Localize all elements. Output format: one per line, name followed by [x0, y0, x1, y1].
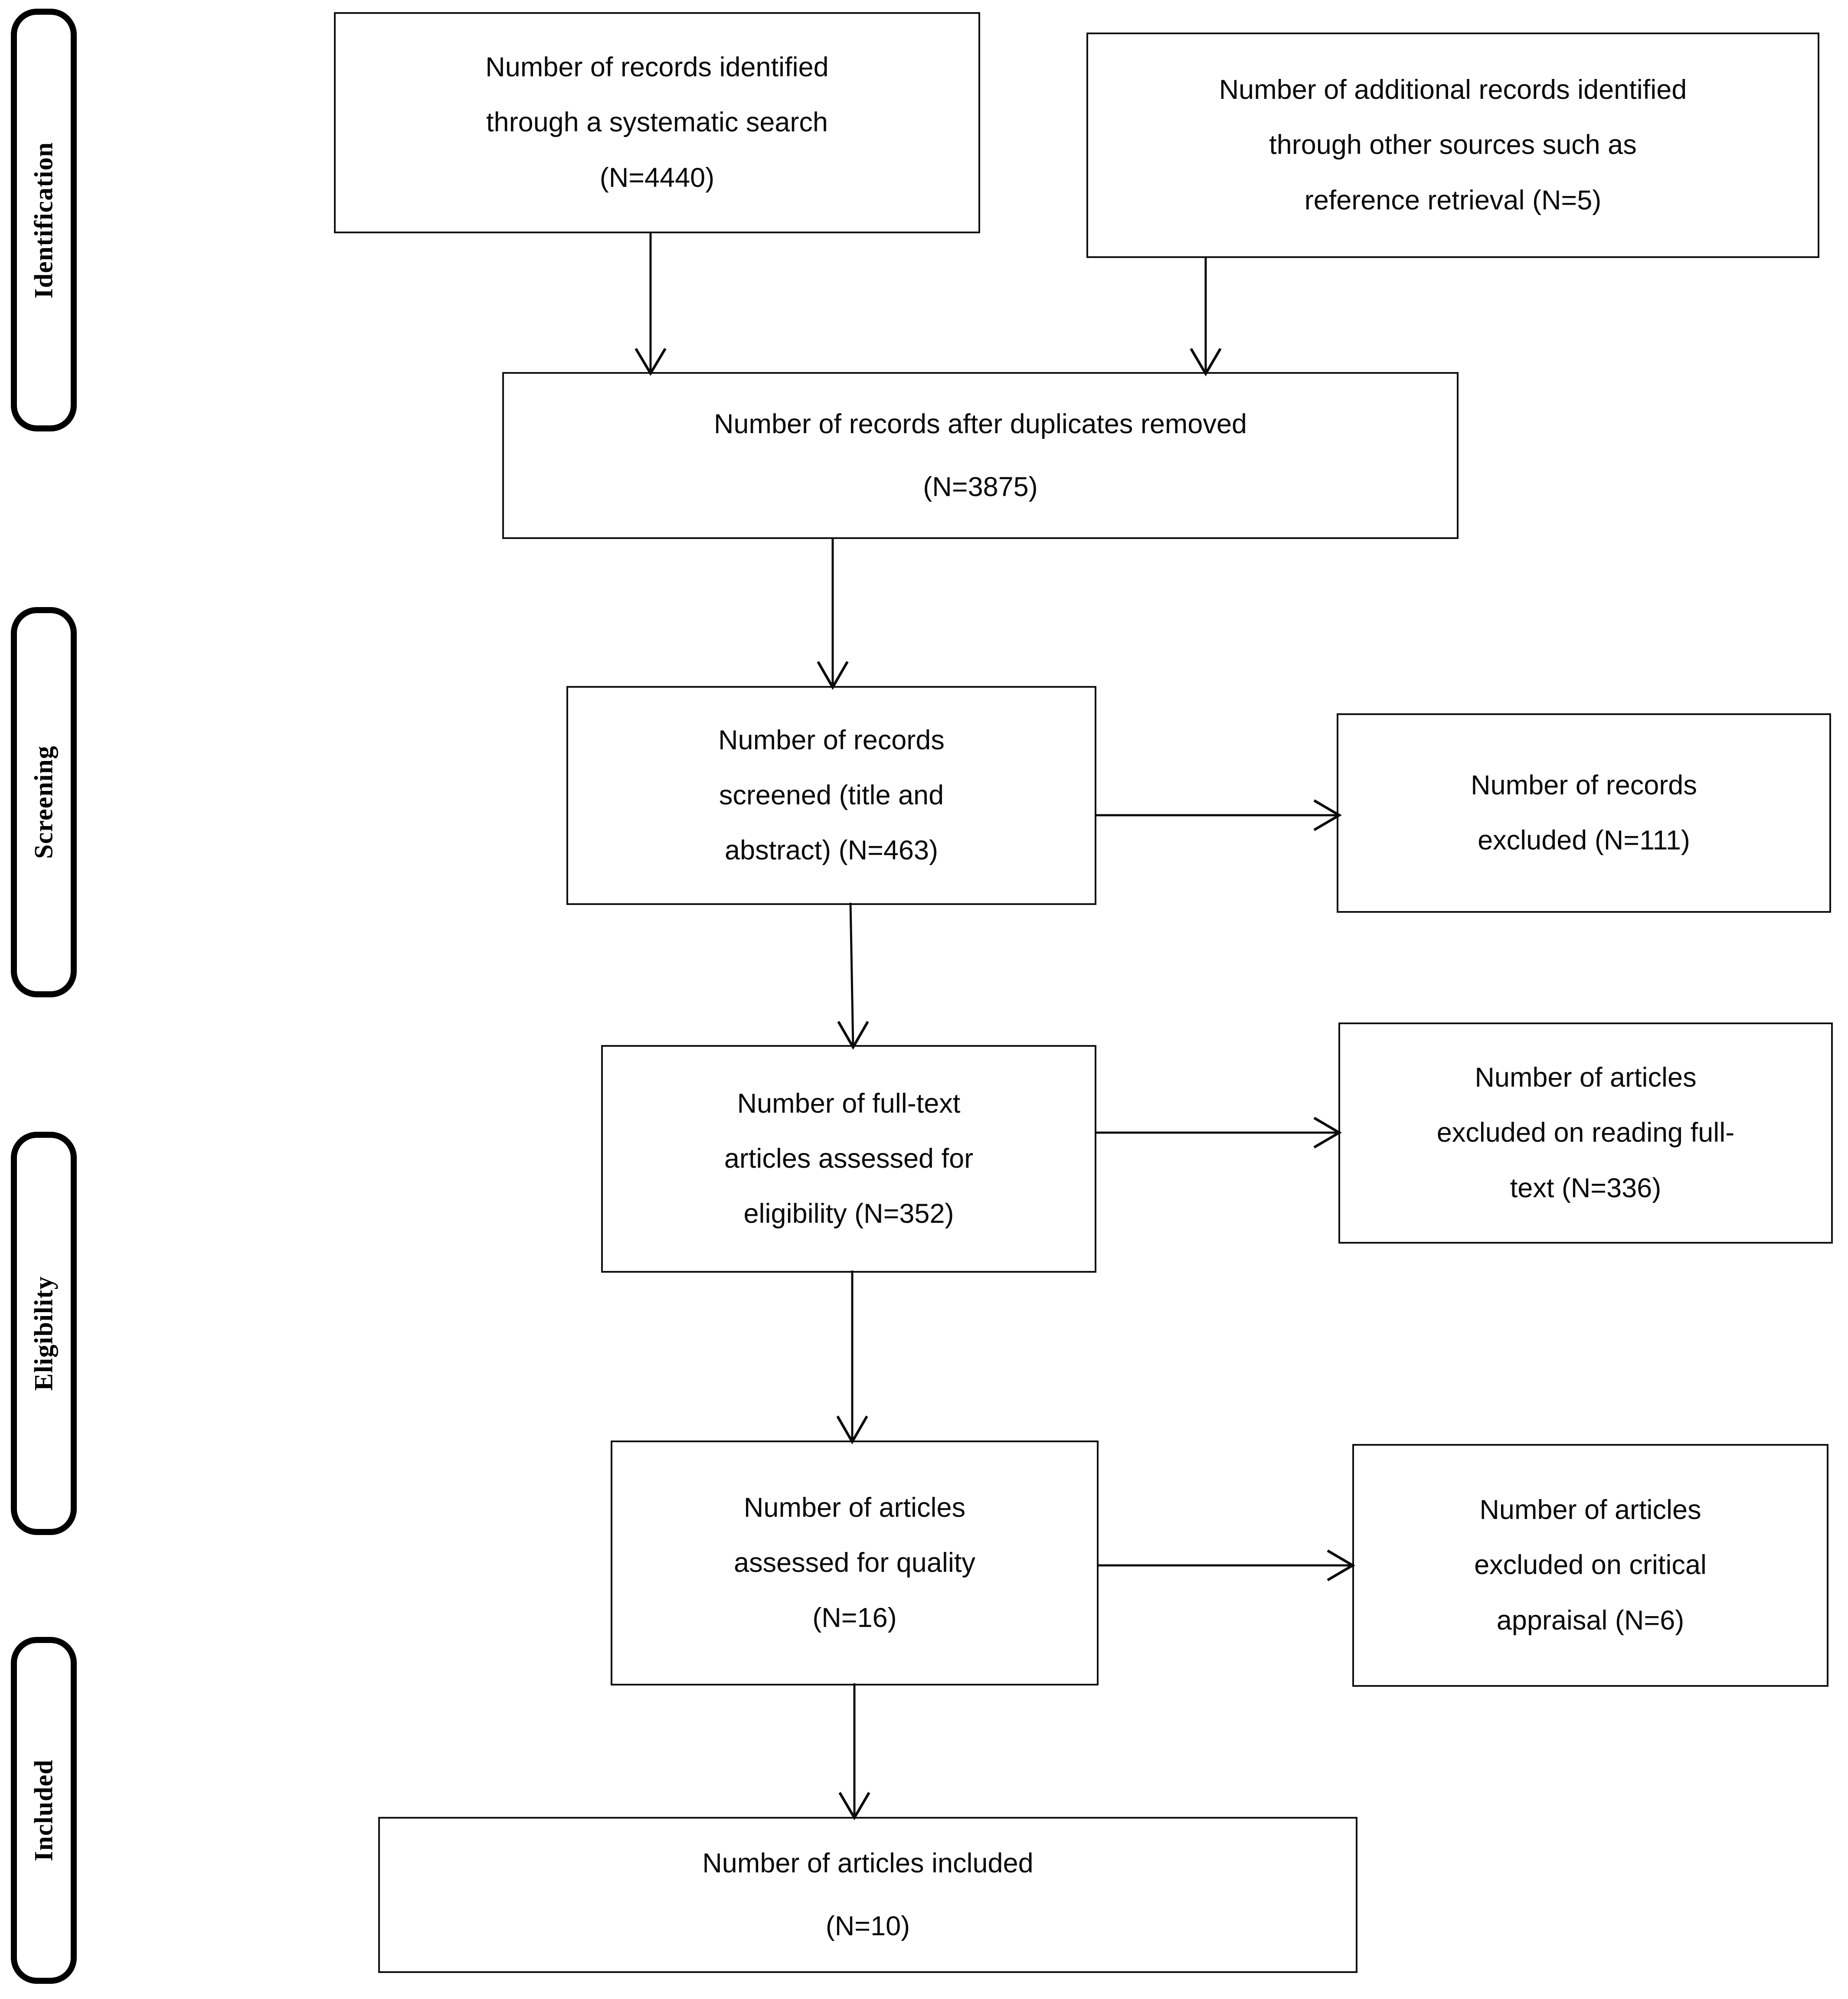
box-quality-assessed-text: Number of articles assessed for quality … — [734, 1492, 975, 1633]
box-fulltext-assessed-text: Number of full-text articles assessed fo… — [724, 1088, 974, 1229]
arrow-additional-to-duplicates — [1190, 257, 1222, 376]
box-additional-records: Number of additional records identified … — [1086, 33, 1819, 258]
box-fulltext-assessed: Number of full-text articles assessed fo… — [601, 1045, 1096, 1273]
box-additional-records-text: Number of additional records identified … — [1219, 75, 1687, 216]
arrow-quality-to-appraisal-excluded — [1097, 1549, 1355, 1581]
box-records-screened: Number of records screened (title and ab… — [566, 686, 1096, 905]
stage-label-identification: Identification — [29, 142, 58, 298]
arrow-screened-to-records-excluded — [1095, 799, 1342, 831]
box-records-identified: Number of records identified through a s… — [334, 12, 980, 233]
box-articles-included-text: Number of articles included (N=10) — [702, 1848, 1034, 1941]
arrow-fulltext-to-fulltext-excluded — [1095, 1117, 1342, 1149]
box-fulltext-excluded: Number of articles excluded on reading f… — [1338, 1022, 1833, 1244]
stage-pill-included: Included — [11, 1637, 77, 1984]
arrow-identified-to-duplicates — [635, 232, 667, 376]
box-duplicates-removed: Number of records after duplicates remov… — [502, 372, 1459, 539]
box-records-excluded: Number of records excluded (N=111) — [1337, 713, 1831, 913]
box-appraisal-excluded-text: Number of articles excluded on critical … — [1474, 1495, 1707, 1636]
box-appraisal-excluded: Number of articles excluded on critical … — [1352, 1444, 1828, 1687]
stage-label-eligibility: Eligibility — [29, 1276, 58, 1391]
stage-label-screening: Screening — [29, 745, 58, 859]
arrow-quality-to-included — [838, 1683, 870, 1820]
box-records-excluded-text: Number of records excluded (N=111) — [1471, 770, 1697, 856]
stage-pill-screening: Screening — [11, 607, 77, 997]
stage-pill-identification: Identification — [11, 9, 77, 431]
box-quality-assessed: Number of articles assessed for quality … — [611, 1440, 1099, 1685]
arrow-screened-to-fulltext — [837, 902, 869, 1050]
box-records-identified-text: Number of records identified through a s… — [485, 52, 829, 193]
box-duplicates-removed-text: Number of records after duplicates remov… — [713, 408, 1247, 502]
arrow-fulltext-to-quality — [836, 1271, 868, 1445]
box-records-screened-text: Number of records screened (title and ab… — [718, 725, 945, 866]
box-fulltext-excluded-text: Number of articles excluded on reading f… — [1436, 1062, 1735, 1203]
box-articles-included: Number of articles included (N=10) — [378, 1817, 1357, 1973]
stage-pill-eligibility: Eligibility — [11, 1132, 77, 1535]
arrow-duplicates-to-screened — [817, 538, 849, 690]
stage-label-included: Included — [29, 1759, 58, 1862]
